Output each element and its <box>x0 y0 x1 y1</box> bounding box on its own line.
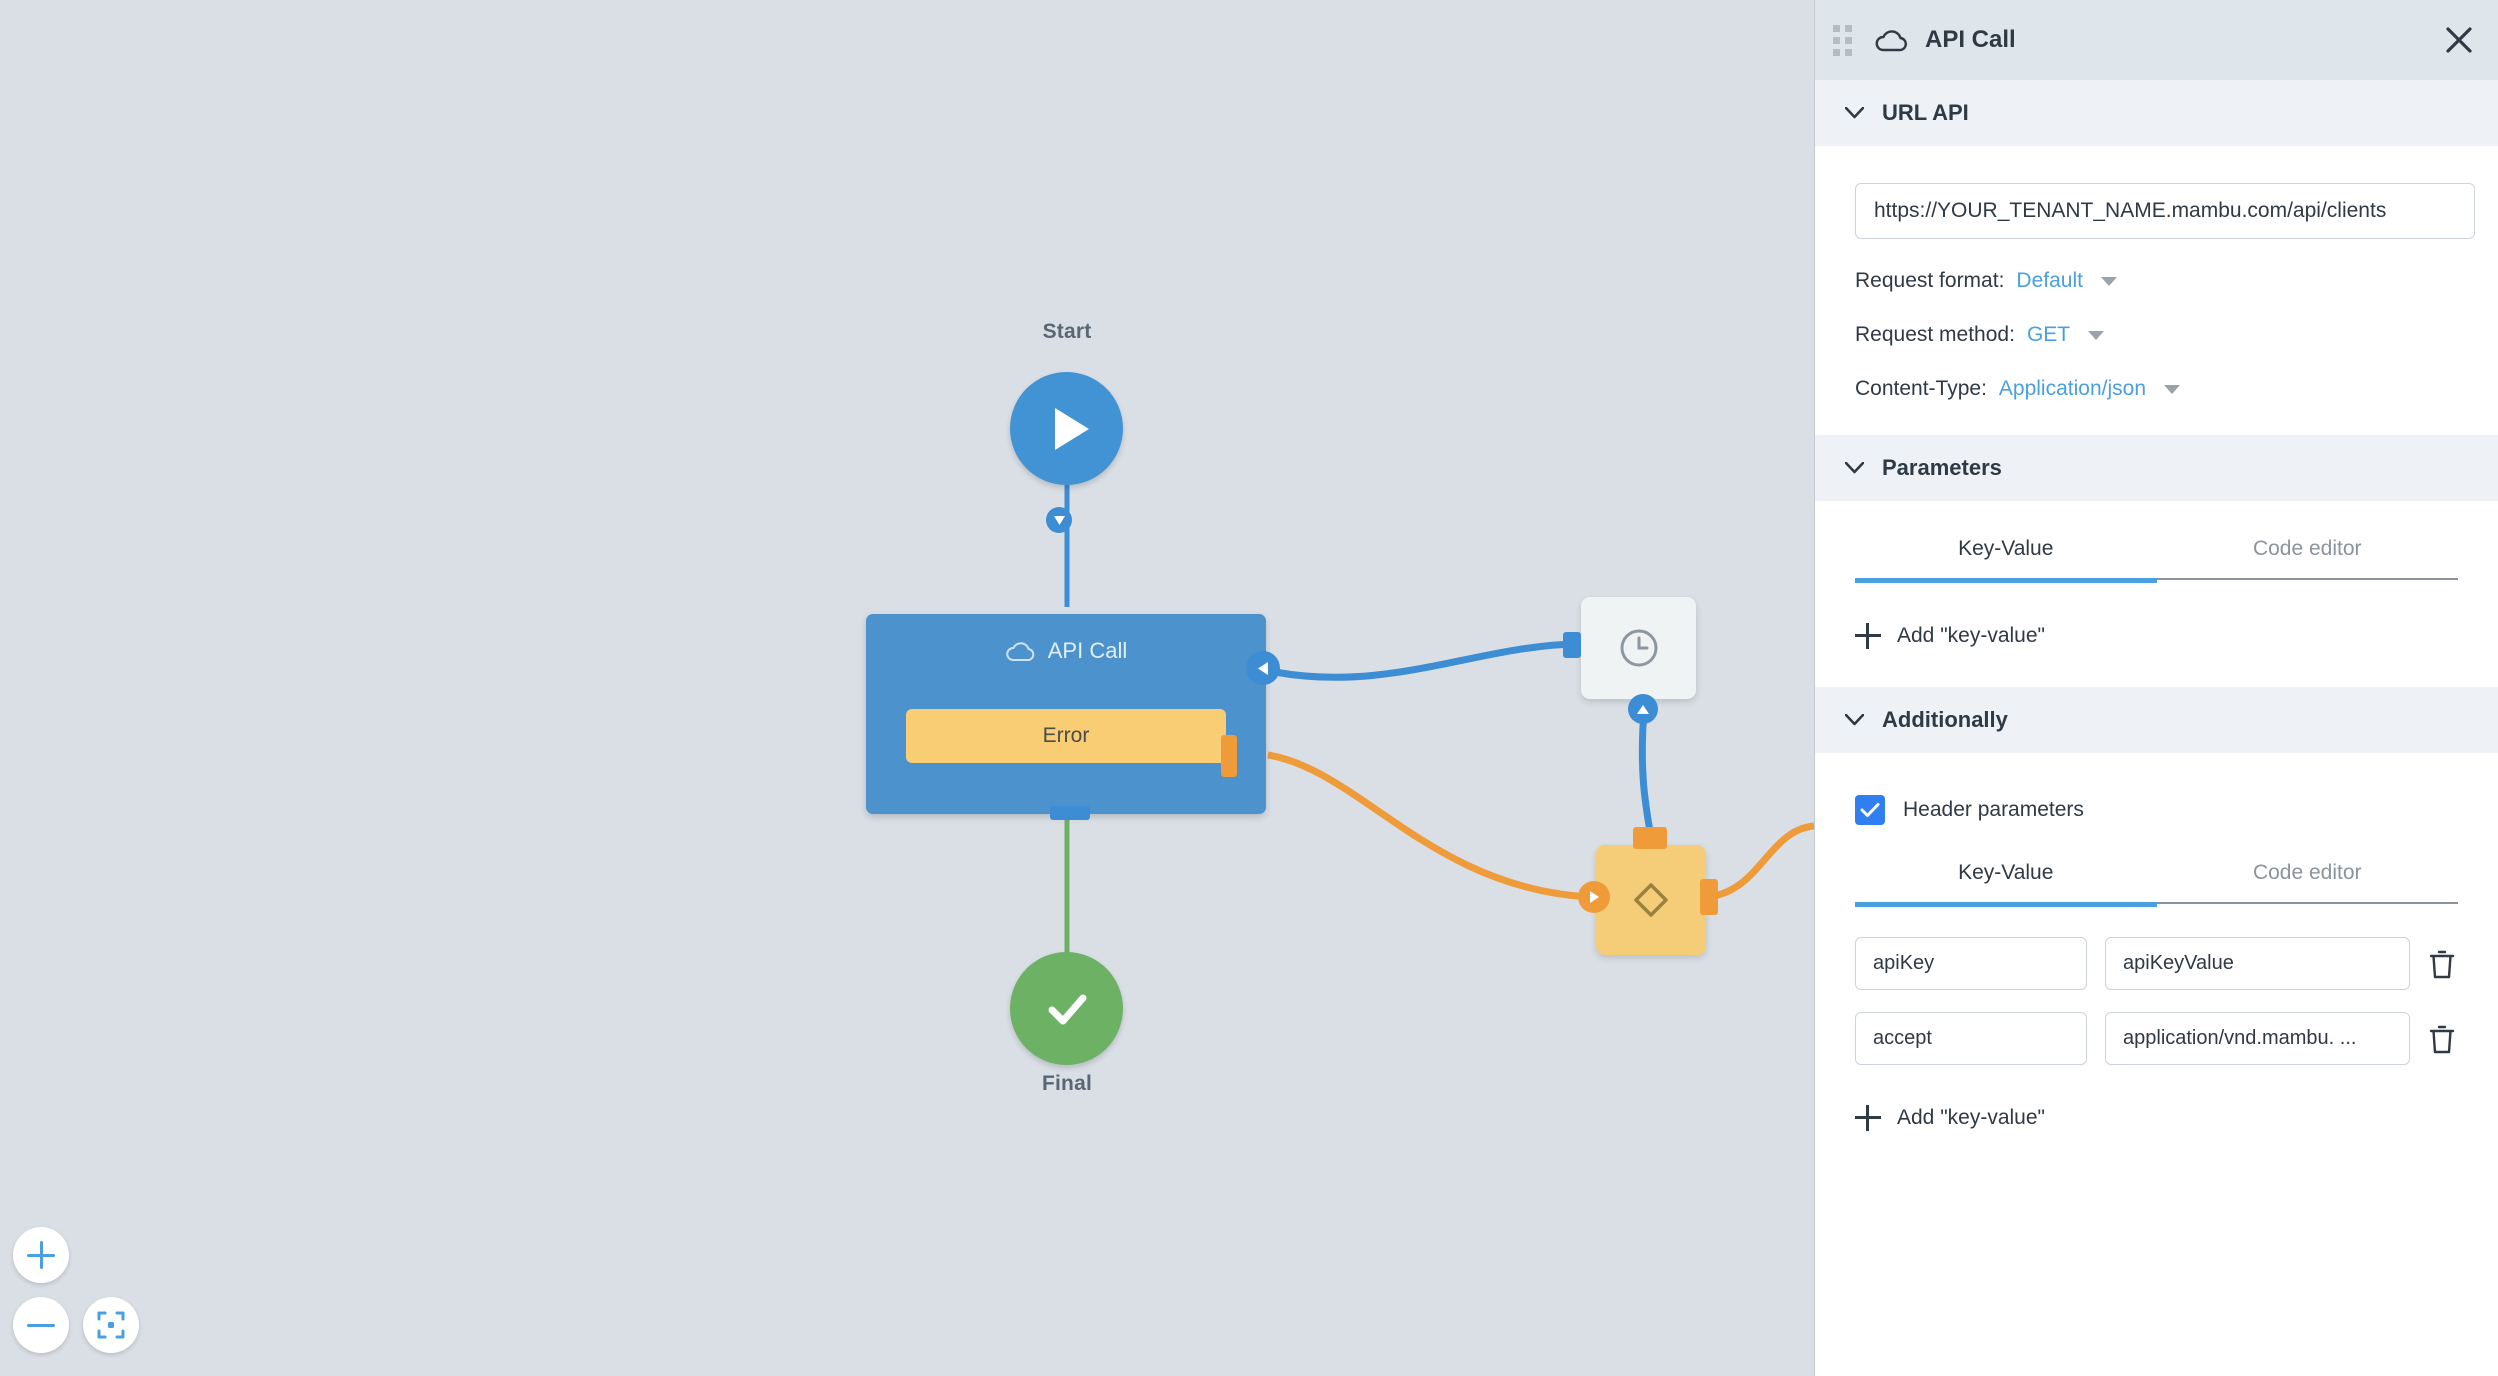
api-call-input-port[interactable] <box>1046 507 1072 533</box>
final-node[interactable] <box>1010 952 1123 1065</box>
fit-to-screen-icon <box>97 1311 125 1339</box>
api-call-bottom-port[interactable] <box>1050 806 1090 820</box>
api-call-node-label: API Call <box>1047 638 1128 663</box>
request-method-row[interactable]: Request method: GET <box>1855 323 2458 347</box>
section-header-parameters[interactable]: Parameters <box>1815 435 2498 501</box>
chevron-up-icon <box>1637 704 1649 714</box>
tab-parameters-code-editor[interactable]: Code editor <box>2156 537 2458 580</box>
start-node-caption: Start <box>1042 320 1092 343</box>
plus-icon <box>1855 623 1881 649</box>
section-body-additionally: Header parameters Key-Value Code editor … <box>1815 795 2498 1131</box>
condition-input-port[interactable] <box>1578 881 1610 913</box>
request-method-label: Request method: <box>1855 323 2015 346</box>
delay-input-port[interactable] <box>1563 632 1581 658</box>
api-call-node-title-row: API Call <box>866 614 1266 688</box>
play-icon <box>1054 407 1089 450</box>
condition-top-port[interactable] <box>1633 827 1667 849</box>
zoom-out-icon <box>27 1323 55 1327</box>
zoom-out-button[interactable] <box>13 1297 69 1353</box>
request-format-value[interactable]: Default <box>2016 269 2083 292</box>
url-input[interactable] <box>1855 183 2475 239</box>
section-header-url-api[interactable]: URL API <box>1815 80 2498 146</box>
section-title-additionally: Additionally <box>1882 707 2008 732</box>
tab-parameters-key-value[interactable]: Key-Value <box>1855 537 2157 583</box>
additionally-tabs: Key-Value Code editor <box>1855 861 2458 907</box>
table-row <box>1855 1012 2458 1065</box>
plus-icon <box>1855 1105 1881 1131</box>
cloud-icon <box>1875 30 1907 52</box>
zoom-in-button[interactable] <box>13 1227 69 1283</box>
request-format-row[interactable]: Request format: Default <box>1855 269 2458 293</box>
tab-additionally-code-editor[interactable]: Code editor <box>2156 861 2458 904</box>
chevron-right-icon <box>1589 891 1599 903</box>
table-row <box>1855 937 2458 990</box>
zoom-in-icon <box>27 1241 55 1269</box>
content-type-row[interactable]: Content-Type: Application/json <box>1855 377 2458 401</box>
error-output-port[interactable] <box>1221 735 1237 777</box>
condition-output-port[interactable] <box>1700 879 1718 915</box>
error-branch-chip[interactable]: Error <box>906 709 1226 763</box>
chevron-down-icon <box>1845 107 1864 119</box>
fit-to-screen-button[interactable] <box>83 1297 139 1353</box>
delay-output-port[interactable] <box>1628 694 1658 724</box>
content-type-value[interactable]: Application/json <box>1998 377 2146 400</box>
parameters-tabs: Key-Value Code editor <box>1855 537 2458 583</box>
drag-handle-icon[interactable] <box>1833 24 1852 56</box>
panel-title: API Call <box>1925 26 2016 53</box>
chevron-down-icon <box>1845 462 1864 474</box>
trash-icon[interactable] <box>2428 1024 2456 1054</box>
request-format-label: Request format: <box>1855 269 2005 292</box>
add-key-value-additionally-button[interactable]: Add "key-value" <box>1855 1105 2458 1131</box>
header-parameters-checkbox[interactable] <box>1855 795 1885 825</box>
clock-icon <box>1620 629 1657 667</box>
key-input-0[interactable] <box>1855 937 2087 990</box>
chevron-down-icon[interactable] <box>2164 384 2180 394</box>
chevron-left-icon <box>1258 661 1268 675</box>
request-method-value[interactable]: GET <box>2026 323 2071 346</box>
add-key-value-additionally-label: Add "key-value" <box>1897 1106 2045 1129</box>
header-parameters-label: Header parameters <box>1903 798 2084 821</box>
value-input-0[interactable] <box>2105 937 2410 990</box>
section-title-parameters: Parameters <box>1882 455 2002 480</box>
add-key-value-parameters-button[interactable]: Add "key-value" <box>1855 623 2458 649</box>
chevron-down-icon[interactable] <box>2088 330 2105 340</box>
flow-canvas[interactable]: Start API Call Error <box>0 0 1814 1376</box>
cloud-icon <box>1006 642 1035 662</box>
delay-node[interactable] <box>1581 597 1696 699</box>
content-type-label: Content-Type: <box>1855 377 1987 400</box>
connection-wires <box>1064 485 1814 955</box>
diamond-icon <box>1634 883 1668 917</box>
check-icon <box>1048 994 1086 1024</box>
chevron-down-icon <box>1053 515 1065 525</box>
section-body-url-api: Request format: Default Request method: … <box>1815 146 2498 401</box>
tab-additionally-key-value[interactable]: Key-Value <box>1855 861 2157 907</box>
section-body-parameters: Key-Value Code editor Add "key-value" <box>1815 537 2498 649</box>
check-icon <box>1860 803 1880 817</box>
final-node-caption: Final <box>1041 1072 1092 1095</box>
trash-icon[interactable] <box>2428 949 2456 979</box>
panel-header: API Call <box>1815 0 2498 80</box>
close-icon[interactable] <box>2444 25 2474 55</box>
chevron-down-icon[interactable] <box>2100 276 2117 286</box>
section-title-url-api: URL API <box>1882 100 1969 125</box>
section-header-additionally[interactable]: Additionally <box>1815 687 2498 753</box>
condition-node[interactable] <box>1596 845 1706 955</box>
api-call-output-port[interactable] <box>1246 651 1280 685</box>
header-parameters-row[interactable]: Header parameters <box>1855 795 2458 825</box>
value-input-1[interactable] <box>2105 1012 2410 1065</box>
add-key-value-parameters-label: Add "key-value" <box>1897 624 2045 647</box>
api-call-node[interactable]: API Call Error <box>866 614 1266 814</box>
properties-panel: API Call URL API Request format: Default… <box>1814 0 2498 1376</box>
chevron-down-icon <box>1845 714 1864 726</box>
key-input-1[interactable] <box>1855 1012 2087 1065</box>
start-node[interactable] <box>1010 372 1123 485</box>
